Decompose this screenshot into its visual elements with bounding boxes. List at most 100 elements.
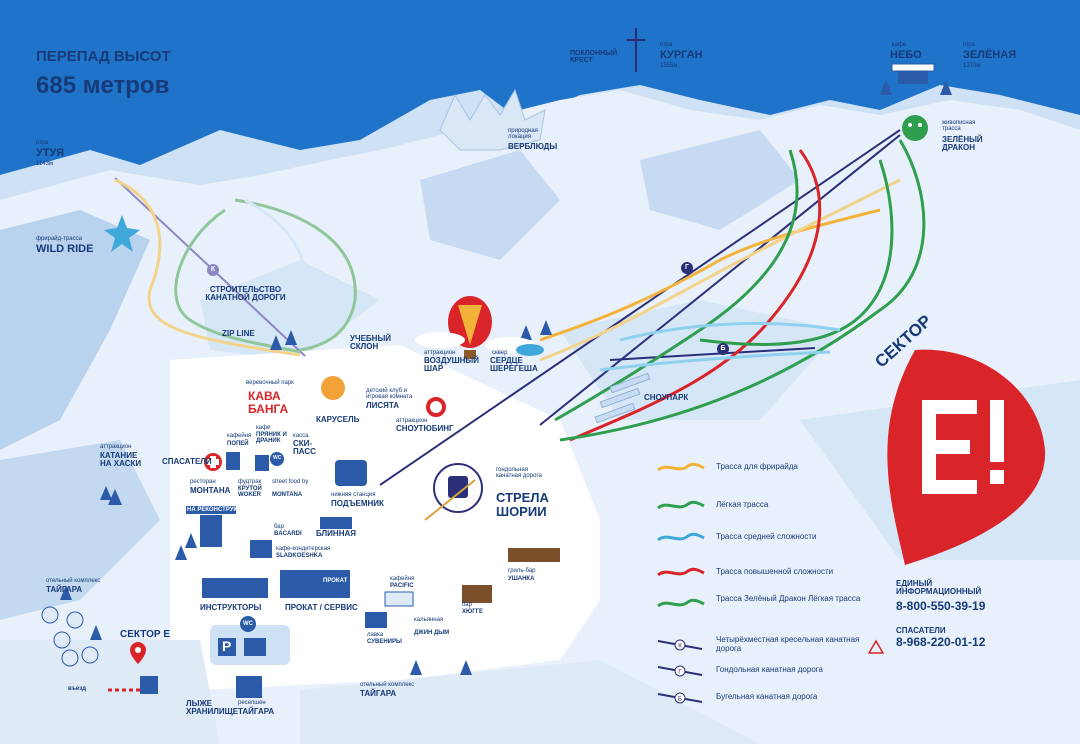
cafe-nebo-name: НЕБО (890, 49, 922, 61)
pacific-prefix: кафейня (390, 576, 415, 582)
camels-prefix: природная локация (508, 128, 538, 141)
legend-item: Б Бугельная канатная дорога (656, 690, 896, 706)
reception-name: ТАЙГАРА (238, 707, 275, 716)
grill-prefix: гриль-бар (508, 568, 536, 574)
training-slope-label: УЧЕБНЫЙ СКЛОН (350, 334, 392, 352)
legend-swatch: Б (657, 692, 703, 704)
zipline-label: ZIP LINE (222, 329, 255, 338)
tubing-name: СНОУТЮБИНГ (396, 424, 454, 433)
entrance-label: въезд (68, 686, 87, 692)
tubing-prefix: аттракцион (396, 418, 428, 424)
sladkoeshka-prefix: кафе-кондитерская (276, 546, 331, 552)
ski-storage-label: ЛЫЖЕ ХРАНИЛИЩЕ (186, 699, 239, 717)
taigara-name: ТАЙГАРА (46, 585, 83, 594)
legend-item-label: Бугельная канатная дорога (716, 692, 818, 701)
cafe-popey-name: ПОПЕЙ (227, 441, 249, 447)
ropepark-prefix: веревочный парк (246, 380, 294, 386)
legend-item-label: Трасса повышенной сложности (716, 567, 834, 576)
ropepark-name: КАВА БАНГА (248, 389, 289, 416)
legend-item: Трасса Зелёный Дракон Лёгкая трасса (656, 594, 896, 612)
instructors-label: ИНСТРУКТОРЫ (200, 603, 262, 612)
woker-prefix: фудтрак (238, 479, 262, 485)
husky-name: КАТАНИЕ НА ХАСКИ (100, 451, 142, 469)
taigara2-name: ТАЙГАРА (360, 689, 397, 698)
legend-item-label: Трасса средней сложности (716, 532, 817, 541)
legend-item: Трасса средней сложности (656, 530, 896, 546)
lower-station-prefix: нижняя станция (331, 492, 376, 498)
cross-label: ПОКЛОННЫЙ КРЕСТ (570, 50, 618, 65)
dragon-name: ЗЕЛЁНЫЙ ДРАКОН (942, 135, 983, 153)
legend-item: К Четырёхместная кресельная канатная доро… (656, 635, 896, 653)
utuya-altitude: 1143м (36, 161, 54, 167)
woker-name: КРУТОЙ WOKER (238, 486, 262, 499)
legend-item-label: Трасса Зелёный Дракон Лёгкая трасса (716, 594, 861, 603)
kurgan-altitude: 1555м (660, 63, 678, 69)
gondola-name: СТРЕЛА ШОРИИ (496, 490, 549, 519)
skipass-name: СКИ-ПАСС (293, 439, 316, 457)
legend-item-label: Трасса для фрирайда (716, 462, 798, 471)
taigara-prefix: отельный комплекс (46, 578, 101, 584)
kidsclub-name: ЛИСЯТА (366, 401, 400, 410)
blinnaya-label: БЛИННАЯ (316, 529, 356, 538)
kidsclub-prefix: детский клуб и игровая комната (366, 388, 413, 401)
hyuge-name: ХЮГГЕ (462, 609, 483, 615)
carousel-label: КАРУСЕЛЬ (316, 415, 360, 424)
legend-swatch (657, 532, 705, 542)
legend-lift-marker: К (678, 644, 682, 650)
cafe-nebo-prefix: кафе (892, 42, 907, 48)
legend-lift-marker: Г (678, 670, 682, 676)
zelenaya-prefix: гора (963, 42, 976, 48)
bacardi-prefix: бар (274, 524, 284, 530)
heart-name: СЕРДЦЕ ШЕРЕГЕША (490, 356, 538, 374)
reconstruction-label: НА РЕКОНСТРУКЦИИ (187, 507, 251, 513)
gondola-prefix: гондольная канатная дорога (496, 467, 542, 480)
lower-station-name: ПОДЪЕМНИК (331, 499, 384, 508)
legend-item-label: Четырёхместная кресельная канатная дорог… (716, 635, 860, 653)
balloon-prefix: аттракцион (424, 350, 456, 356)
rental-label: ПРОКАТ / СЕРВИС (285, 603, 358, 612)
camels-name: ВЕРБЛЮДЫ (508, 142, 558, 151)
legend-swatch (657, 567, 705, 577)
elevation-drop-label: ПЕРЕПАД ВЫСОТ (36, 48, 171, 65)
dragon-prefix: живописная трасса (942, 120, 976, 133)
cafe-popey-prefix: кафейня (227, 433, 252, 439)
sladkoeshka-name: SLADKOESHKA (276, 553, 323, 559)
wc-sign: WC (243, 621, 253, 627)
utuya-prefix: гора (36, 140, 49, 146)
souvenirs-name: СУВЕНИРЫ (367, 639, 402, 645)
info-phone: 8-800-550-39-19 (896, 599, 986, 613)
montana-prefix: ресторан (190, 479, 216, 485)
rescue-phone: 8-968-220-01-12 (896, 635, 986, 649)
legend-item-label: Лёгкая трасса (716, 500, 769, 509)
lift-g-marker: Г (681, 262, 693, 274)
zelenaya-altitude: 1370м (963, 63, 981, 69)
sector-e-label: СЕКТОР Е (120, 629, 170, 640)
heart-prefix: сквер (492, 350, 508, 356)
lift-b-marker: Б (717, 343, 729, 355)
parking-sign: P (222, 638, 232, 654)
rescuers-label: СПАСАТЕЛИ (162, 457, 212, 466)
bacardi-name: BACARDI (274, 531, 302, 537)
legend-swatch (657, 598, 705, 608)
legend-swatch: Г (657, 665, 703, 677)
legend-item: Трасса повышенной сложности (656, 565, 896, 581)
streetfood-name: MONTANA (272, 492, 303, 498)
pryanik-prefix: кафе (256, 425, 271, 431)
legend-item: Лёгкая трасса (656, 498, 896, 514)
elevation-drop-value: 685 метров (36, 72, 170, 99)
pacific-name: PACIFIC (390, 583, 414, 589)
balloon-name: ВОЗДУШНЫЙ ШАР (424, 356, 479, 374)
legend-item: Трасса для фрирайда (656, 460, 896, 476)
husky-prefix: аттракцион (100, 444, 132, 450)
wc-sign-2: WC (273, 455, 282, 461)
zelenaya-name: ЗЕЛЁНАЯ (963, 49, 1017, 61)
pryanik-name: ПРЯНИК И ДРАНИК (256, 432, 287, 445)
streetfood-prefix: street food by (272, 479, 309, 485)
kurgan-prefix: гора (660, 42, 673, 48)
info-label: ЕДИНЫЙ ИНФОРМАЦИОННЫЙ (896, 579, 982, 597)
legend-swatch: К (657, 639, 703, 651)
brand-logo-letter: E! (1000, 520, 1001, 521)
skipass-prefix: касса (293, 433, 309, 439)
